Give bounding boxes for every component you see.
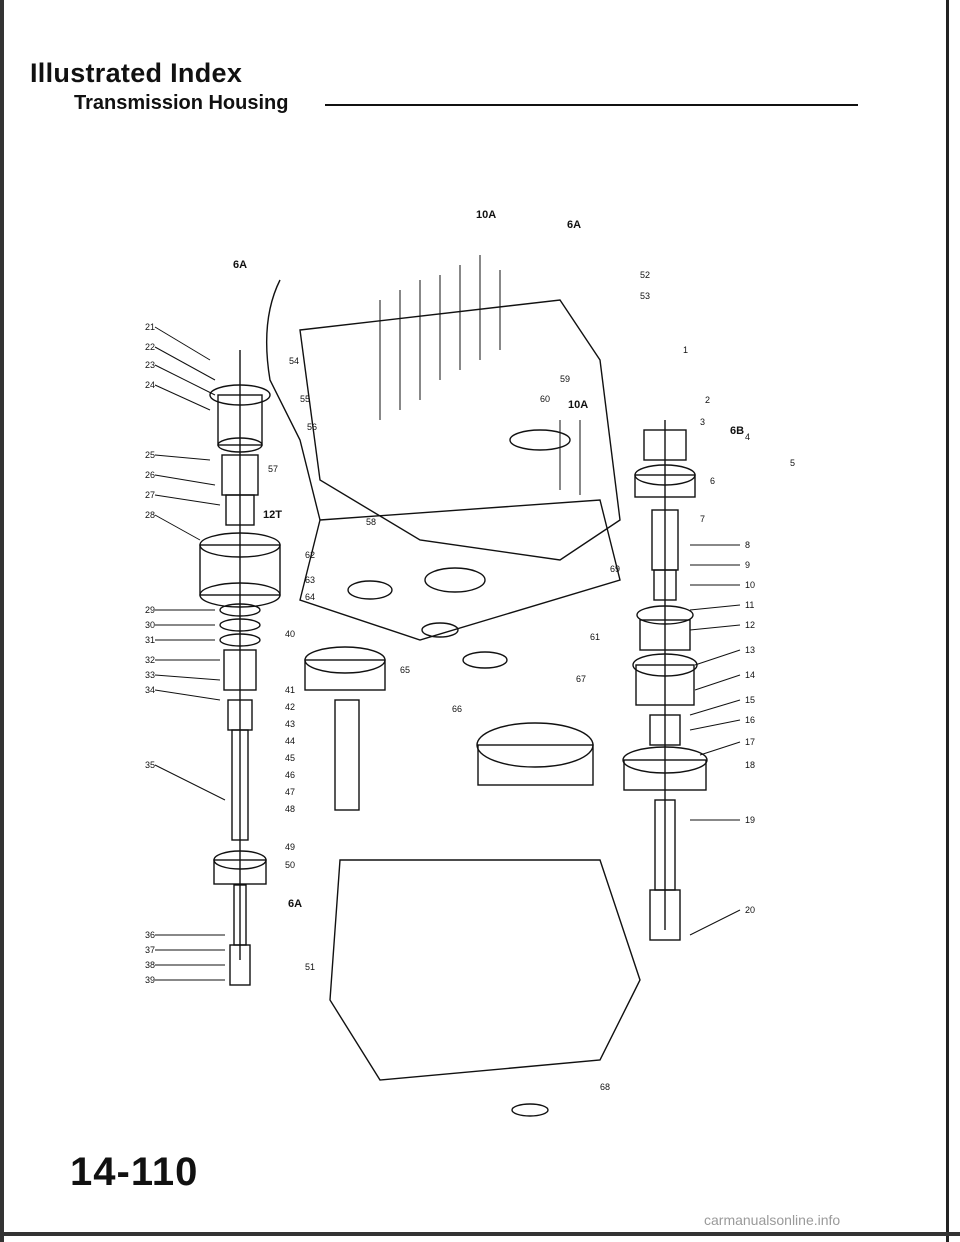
size-6a-top-right: 6A [567, 219, 581, 231]
callout-65: 65 [400, 665, 410, 675]
size-12t: 12T [263, 509, 282, 521]
callout-17: 17 [745, 737, 755, 747]
callout-55: 55 [300, 394, 310, 404]
callout-60: 60 [540, 394, 550, 404]
callout-39: 39 [145, 975, 155, 985]
misc-callout-numbers: 52 53 54 55 56 57 58 59 60 61 62 63 64 6… [268, 270, 650, 1092]
callout-12: 12 [745, 620, 755, 630]
scan-right-edge [946, 0, 949, 1242]
mid-callout-numbers: 40 41 42 43 44 45 46 47 48 49 50 51 [285, 629, 315, 972]
callout-2: 2 [705, 395, 710, 405]
callout-32: 32 [145, 655, 155, 665]
callout-23: 23 [145, 360, 155, 370]
callout-38: 38 [145, 960, 155, 970]
callout-51: 51 [305, 962, 315, 972]
callout-31: 31 [145, 635, 155, 645]
size-10a-right: 10A [568, 399, 588, 411]
scan-left-edge [0, 0, 4, 1242]
callout-25: 25 [145, 450, 155, 460]
callout-49: 49 [285, 842, 295, 852]
callout-24: 24 [145, 380, 155, 390]
callout-53: 53 [640, 291, 650, 301]
callout-7: 7 [700, 514, 705, 524]
callout-67: 67 [576, 674, 586, 684]
callout-56: 56 [307, 422, 317, 432]
callout-61: 61 [590, 632, 600, 642]
transmission-housing-outline [265, 279, 641, 1117]
callout-52: 52 [640, 270, 650, 280]
page-title: Illustrated Index [30, 58, 243, 88]
callout-35: 35 [145, 760, 155, 770]
callout-9: 9 [745, 560, 750, 570]
callout-34: 34 [145, 685, 155, 695]
callout-54: 54 [289, 356, 299, 366]
size-6b: 6B [730, 425, 744, 437]
mainshaft-assembly [622, 420, 708, 941]
callout-10: 10 [745, 580, 755, 590]
callout-62: 62 [305, 550, 315, 560]
callout-8: 8 [745, 540, 750, 550]
callout-45: 45 [285, 753, 295, 763]
callout-66: 66 [452, 704, 462, 714]
right-callout-numbers: 1 2 3 4 5 6 7 8 9 10 11 12 13 14 15 16 1… [683, 345, 795, 915]
site-watermark: carmanualsonline.info [704, 1212, 841, 1228]
callout-1: 1 [683, 345, 688, 355]
callout-59: 59 [560, 374, 570, 384]
left-callout-numbers: 21 22 23 24 25 26 27 28 29 30 31 32 33 3… [145, 322, 155, 985]
callout-3: 3 [700, 417, 705, 427]
callout-27: 27 [145, 490, 155, 500]
callout-4: 4 [745, 432, 750, 442]
callout-13: 13 [745, 645, 755, 655]
callout-46: 46 [285, 770, 295, 780]
callout-44: 44 [285, 736, 295, 746]
callout-50: 50 [285, 860, 295, 870]
callout-28: 28 [145, 510, 155, 520]
callout-33: 33 [145, 670, 155, 680]
callout-37: 37 [145, 945, 155, 955]
housing-bolts [379, 255, 581, 495]
callout-15: 15 [745, 695, 755, 705]
callout-16: 16 [745, 715, 755, 725]
callout-64: 64 [305, 592, 315, 602]
size-10a-top: 10A [476, 209, 496, 221]
callout-14: 14 [745, 670, 755, 680]
callout-18: 18 [745, 760, 755, 770]
callout-48: 48 [285, 804, 295, 814]
callout-19: 19 [745, 815, 755, 825]
callout-30: 30 [145, 620, 155, 630]
header-rule [325, 104, 858, 106]
callout-leaders [154, 326, 741, 981]
scan-bottom-edge [0, 1232, 960, 1236]
callout-6: 6 [710, 476, 715, 486]
section-subtitle: Transmission Housing [74, 92, 289, 114]
callout-63: 63 [305, 575, 315, 585]
callout-29: 29 [145, 605, 155, 615]
callout-5: 5 [790, 458, 795, 468]
callout-57: 57 [268, 464, 278, 474]
callout-11: 11 [745, 600, 754, 610]
callout-41: 41 [285, 685, 295, 695]
callout-26: 26 [145, 470, 155, 480]
countershaft-assembly [199, 350, 281, 986]
callout-42: 42 [285, 702, 295, 712]
size-6a-bottom: 6A [288, 898, 302, 910]
fastener-size-labels: 10A 6A 6A 10A 6B 12T 6A [233, 209, 744, 910]
callout-20: 20 [745, 905, 755, 915]
callout-43: 43 [285, 719, 295, 729]
callout-69: 69 [610, 564, 620, 574]
callout-47: 47 [285, 787, 295, 797]
callout-22: 22 [145, 342, 155, 352]
size-6a-left: 6A [233, 259, 247, 271]
callout-21: 21 [145, 322, 155, 332]
callout-36: 36 [145, 930, 155, 940]
callout-58: 58 [366, 517, 376, 527]
callout-40: 40 [285, 629, 295, 639]
callout-68: 68 [600, 1082, 610, 1092]
page-number: 14-110 [70, 1150, 199, 1194]
